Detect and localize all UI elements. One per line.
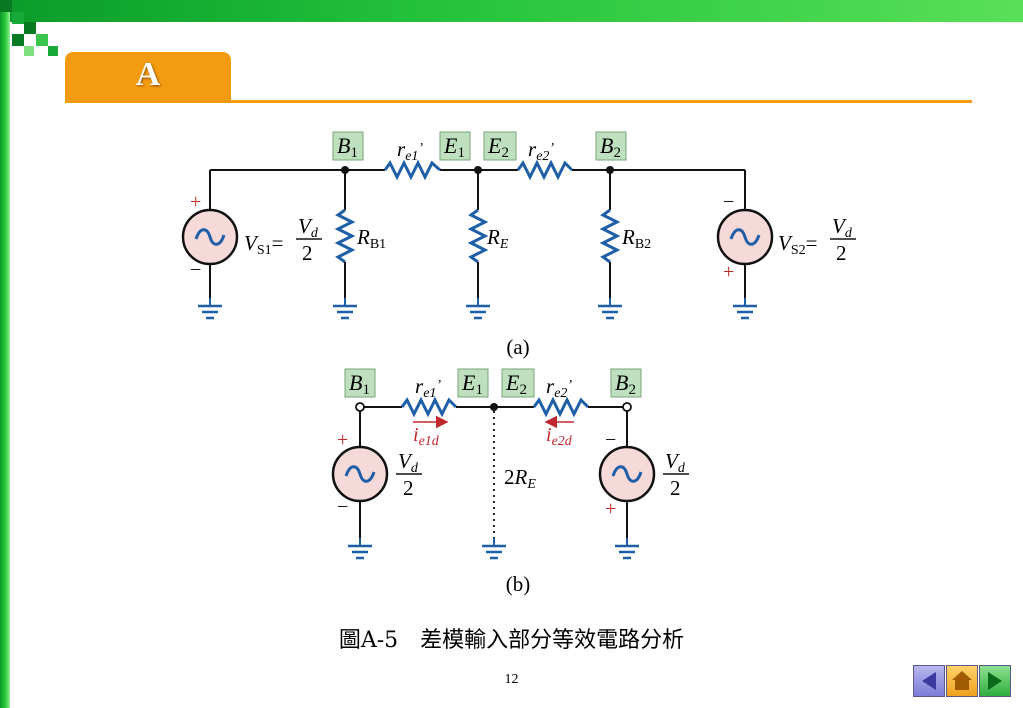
svg-text:2: 2	[302, 241, 313, 265]
svg-text:RB1: RB1	[356, 225, 386, 252]
svg-text:re2’: re2’	[528, 137, 554, 164]
svg-text:−: −	[190, 259, 201, 281]
svg-text:B1: B1	[349, 370, 370, 398]
prev-button[interactable]	[913, 665, 945, 697]
svg-text:Vd: Vd	[832, 214, 853, 241]
deco-square	[36, 34, 48, 46]
circuit-a: B1 E1 E2 B2 re1’ re2’ RB1 RE RB2 + − − +…	[181, 131, 856, 320]
section-tab: A	[65, 52, 231, 102]
svg-text:E2: E2	[487, 133, 509, 161]
svg-text:ie1d: ie1d	[413, 424, 440, 449]
prev-icon	[922, 672, 936, 690]
title-underline	[65, 100, 972, 103]
svg-text:2: 2	[670, 476, 681, 500]
svg-text:Vd: Vd	[298, 214, 319, 241]
left-bar	[0, 0, 10, 708]
svg-text:2: 2	[836, 241, 847, 265]
svg-text:re1’: re1’	[397, 137, 423, 164]
header-bar	[0, 0, 1023, 22]
svg-text:+: +	[190, 191, 201, 213]
svg-text:ie2d: ie2d	[546, 424, 573, 449]
subfig-a-label: (a)	[506, 335, 529, 359]
deco-square	[0, 0, 12, 12]
svg-text:E1: E1	[443, 133, 465, 161]
next-icon	[988, 672, 1002, 690]
page-number: 12	[504, 672, 519, 687]
svg-text:2: 2	[403, 476, 414, 500]
svg-text:B1: B1	[337, 133, 358, 161]
svg-text:re2’: re2’	[546, 374, 572, 401]
svg-text:RE: RE	[486, 225, 509, 252]
deco-square	[24, 46, 34, 56]
deco-square	[12, 34, 24, 46]
svg-text:VS2=: VS2=	[778, 231, 817, 258]
svg-text:re1’: re1’	[415, 374, 441, 401]
svg-text:VS1=: VS1=	[244, 231, 283, 258]
svg-text:−: −	[605, 429, 616, 451]
circuit-b: B1 E1 E2 B2 re1’ re2’ ie1d ie2d + − − + …	[331, 368, 689, 560]
svg-text:B2: B2	[600, 133, 621, 161]
next-button[interactable]	[979, 665, 1011, 697]
svg-text:+: +	[337, 429, 348, 451]
home-icon	[952, 671, 972, 690]
section-label: A	[135, 56, 161, 93]
svg-text:E1: E1	[461, 370, 483, 398]
svg-text:RB2: RB2	[621, 225, 651, 252]
svg-text:B2: B2	[615, 370, 636, 398]
svg-text:+: +	[605, 498, 616, 520]
svg-text:−: −	[723, 191, 734, 213]
figure-caption: 圖A-5 差模輸入部分等效電路分析	[338, 628, 685, 653]
svg-text:2RE: 2RE	[504, 465, 536, 492]
home-button[interactable]	[946, 665, 978, 697]
deco-square	[48, 46, 58, 56]
subfig-b-label: (b)	[506, 572, 531, 596]
deco-square	[24, 22, 36, 34]
svg-text:E2: E2	[505, 370, 527, 398]
svg-text:+: +	[723, 261, 734, 283]
deco-square	[12, 12, 24, 24]
svg-text:Vd: Vd	[665, 449, 686, 476]
svg-text:−: −	[337, 496, 348, 518]
svg-text:Vd: Vd	[398, 449, 419, 476]
